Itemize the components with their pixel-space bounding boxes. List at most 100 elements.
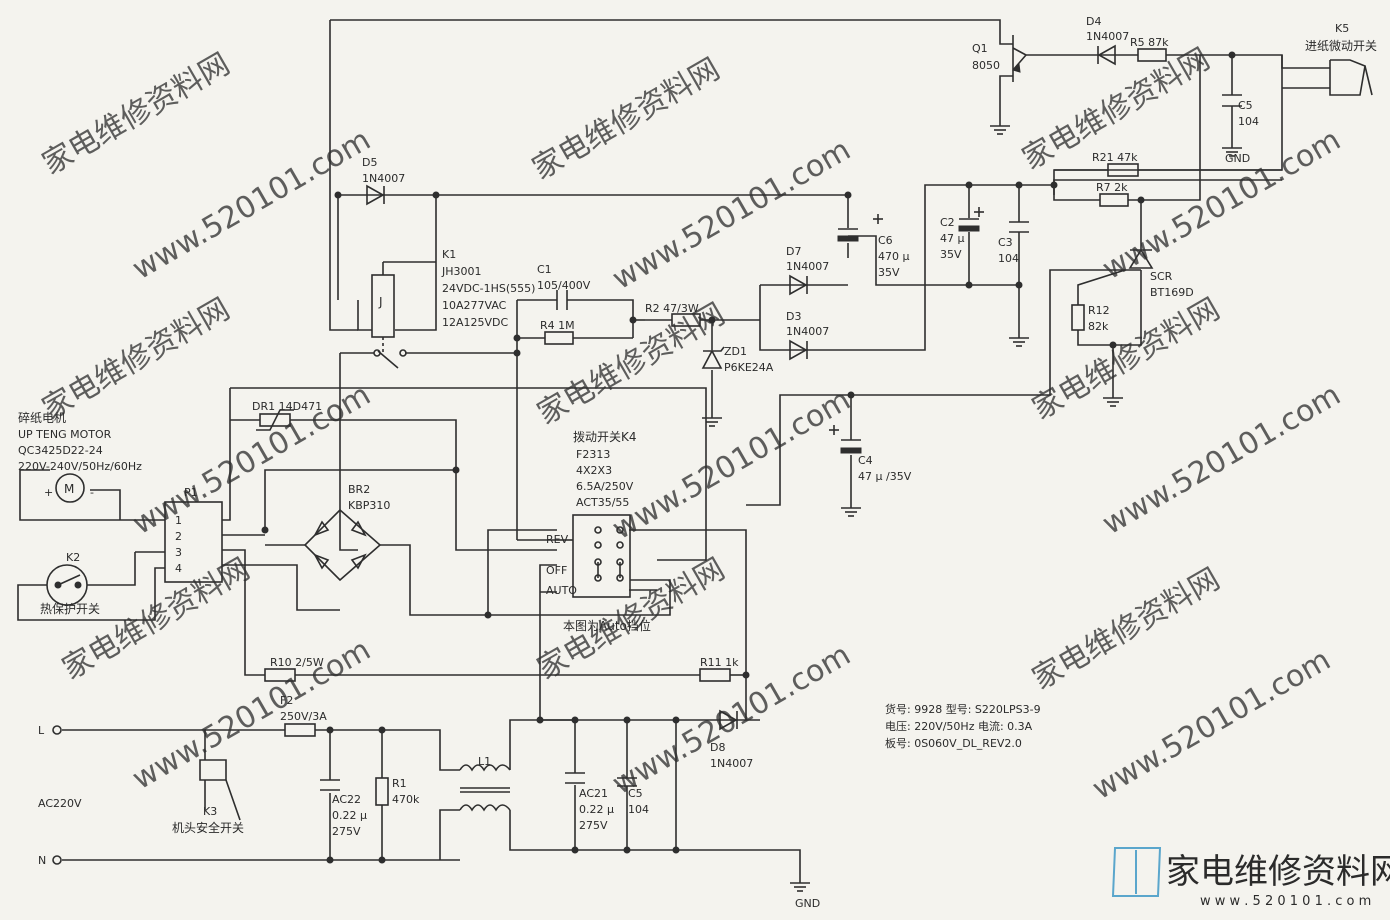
ac21-value-2: 275V	[579, 819, 608, 832]
p1-pin-3: 3	[175, 546, 182, 559]
gnd-top-label: GND	[1225, 152, 1250, 165]
capacitor-c3	[1009, 221, 1029, 233]
r4-label: R4 1M	[540, 319, 575, 332]
c5-top-ref: C5	[1238, 99, 1253, 112]
capacitor-ac22	[320, 779, 340, 791]
relay-coil-label: J	[378, 295, 383, 309]
capacitor-ac21	[565, 772, 585, 784]
capacitor-c1	[556, 290, 568, 310]
info-line-2: 电压: 220V/50Hz 电流: 0.3A	[885, 719, 1033, 733]
watermark-cn-6: 家电维修资料网	[1027, 292, 1226, 427]
p1-pin-1: 1	[175, 514, 182, 527]
r1-value: 470k	[392, 793, 420, 806]
wires	[17, 19, 1330, 875]
r11-label: R11 1k	[700, 656, 739, 669]
capacitor-c5-top	[1222, 94, 1242, 107]
d8-value: 1N4007	[710, 757, 753, 770]
info-line-1: 货号: 9928 型号: S220LPS3-9	[885, 702, 1041, 716]
logo-cn-text: 家电维修资料网	[1166, 852, 1390, 892]
dr1-label: DR1 14D471	[252, 400, 322, 413]
k2-ref: K2	[66, 551, 80, 564]
ground-symbol-c4	[840, 499, 862, 517]
diode-d3	[787, 340, 811, 360]
d7-value: 1N4007	[786, 260, 829, 273]
motor-plus: +	[44, 486, 53, 499]
k3-ref: K3	[203, 805, 217, 818]
q1-ref: Q1	[972, 42, 988, 55]
info-line-3: 板号: 0S060V_DL_REV2.0	[885, 736, 1022, 750]
fuse-f2	[284, 723, 316, 737]
r21-label: R21 47k	[1092, 151, 1138, 164]
c6-value-2: 35V	[878, 266, 900, 279]
k4-note: 本图为Auto挡位	[563, 618, 651, 633]
diode-d7	[787, 275, 811, 295]
r12-ref: R12	[1088, 304, 1110, 317]
q1-value: 8050	[972, 59, 1000, 72]
k4-rev-label: REV	[546, 533, 569, 546]
d8-ref: D8	[710, 741, 725, 754]
resistor-r21	[1107, 163, 1139, 177]
k1-ref: K1	[442, 248, 456, 261]
d4-value: 1N4007	[1086, 30, 1129, 43]
c2-value-1: 47 μ	[940, 232, 965, 245]
ac22-ref: AC22	[332, 793, 361, 806]
varistor-dr1	[256, 409, 294, 431]
resistor-r4	[544, 331, 574, 345]
ground-symbol-bottom	[789, 874, 811, 892]
watermark-url-5: www.520101.com	[607, 382, 857, 547]
capacitor-c5-bottom	[617, 777, 637, 787]
motor-symbol	[55, 473, 85, 503]
diode-d4	[1094, 45, 1118, 65]
transistor-q1	[1012, 35, 1027, 82]
c4-ref: C4	[858, 454, 873, 467]
watermark-url-1: www.520101.com	[127, 122, 377, 287]
k4-line-1: F2313	[576, 448, 610, 461]
scr-ref: SCR	[1150, 270, 1173, 283]
d5-ref: D5	[362, 156, 377, 169]
c5-bottom-value: 104	[628, 803, 649, 816]
terminal-n	[52, 855, 62, 865]
book-icon	[1111, 847, 1162, 897]
motor-title: 碎纸电机	[18, 410, 66, 425]
gnd-bottom-label: GND	[795, 897, 820, 910]
k3-name: 机头安全开关	[172, 820, 244, 835]
capacitor-c4	[829, 425, 862, 454]
motor-model: QC3425D22-24	[18, 444, 103, 457]
ac21-ref: AC21	[579, 787, 608, 800]
c3-ref: C3	[998, 236, 1013, 249]
terminal-l	[52, 725, 62, 735]
resistor-r12	[1071, 304, 1085, 331]
ac22-value-1: 0.22 μ	[332, 809, 367, 822]
terminal-n-label: N	[38, 854, 46, 867]
k4-line-3: 6.5A/250V	[576, 480, 634, 493]
scr-bt169d	[1128, 248, 1154, 269]
ground-symbol-c3	[1008, 329, 1030, 347]
motor-minus: -	[90, 486, 94, 499]
diode-d5	[364, 185, 388, 205]
capacitor-c6	[837, 214, 883, 242]
thermal-switch-k2	[25, 564, 110, 606]
k4-off-label: OFF	[546, 564, 567, 577]
c2-value-2: 35V	[940, 248, 962, 261]
p1-ref: P1	[184, 486, 198, 499]
zd1-value: P6KE24A	[724, 361, 774, 374]
k4-title: 拨动开关K4	[573, 430, 637, 444]
c3-value: 104	[998, 252, 1019, 265]
zd1-ref: ZD1	[724, 345, 747, 358]
watermark-cn-1: 家电维修资料网	[37, 47, 236, 182]
k2-name: 热保护开关	[40, 602, 100, 616]
ac-input-label: AC220V	[38, 797, 82, 810]
ac21-value-1: 0.22 μ	[579, 803, 614, 816]
r1-ref: R1	[392, 777, 407, 790]
slide-switch-k4	[557, 514, 657, 598]
zener-zd1	[701, 346, 725, 369]
d5-value: 1N4007	[362, 172, 405, 185]
watermark-url-6: www.520101.com	[1097, 377, 1347, 542]
relay-k1-coil	[371, 274, 395, 338]
terminal-l-label: L	[38, 724, 45, 737]
c2-ref: C2	[940, 216, 955, 229]
ground-symbol-q1	[989, 117, 1011, 135]
watermark-cn-2: 家电维修资料网	[527, 52, 726, 187]
c5-bottom-ref: C5	[628, 787, 643, 800]
d3-value: 1N4007	[786, 325, 829, 338]
